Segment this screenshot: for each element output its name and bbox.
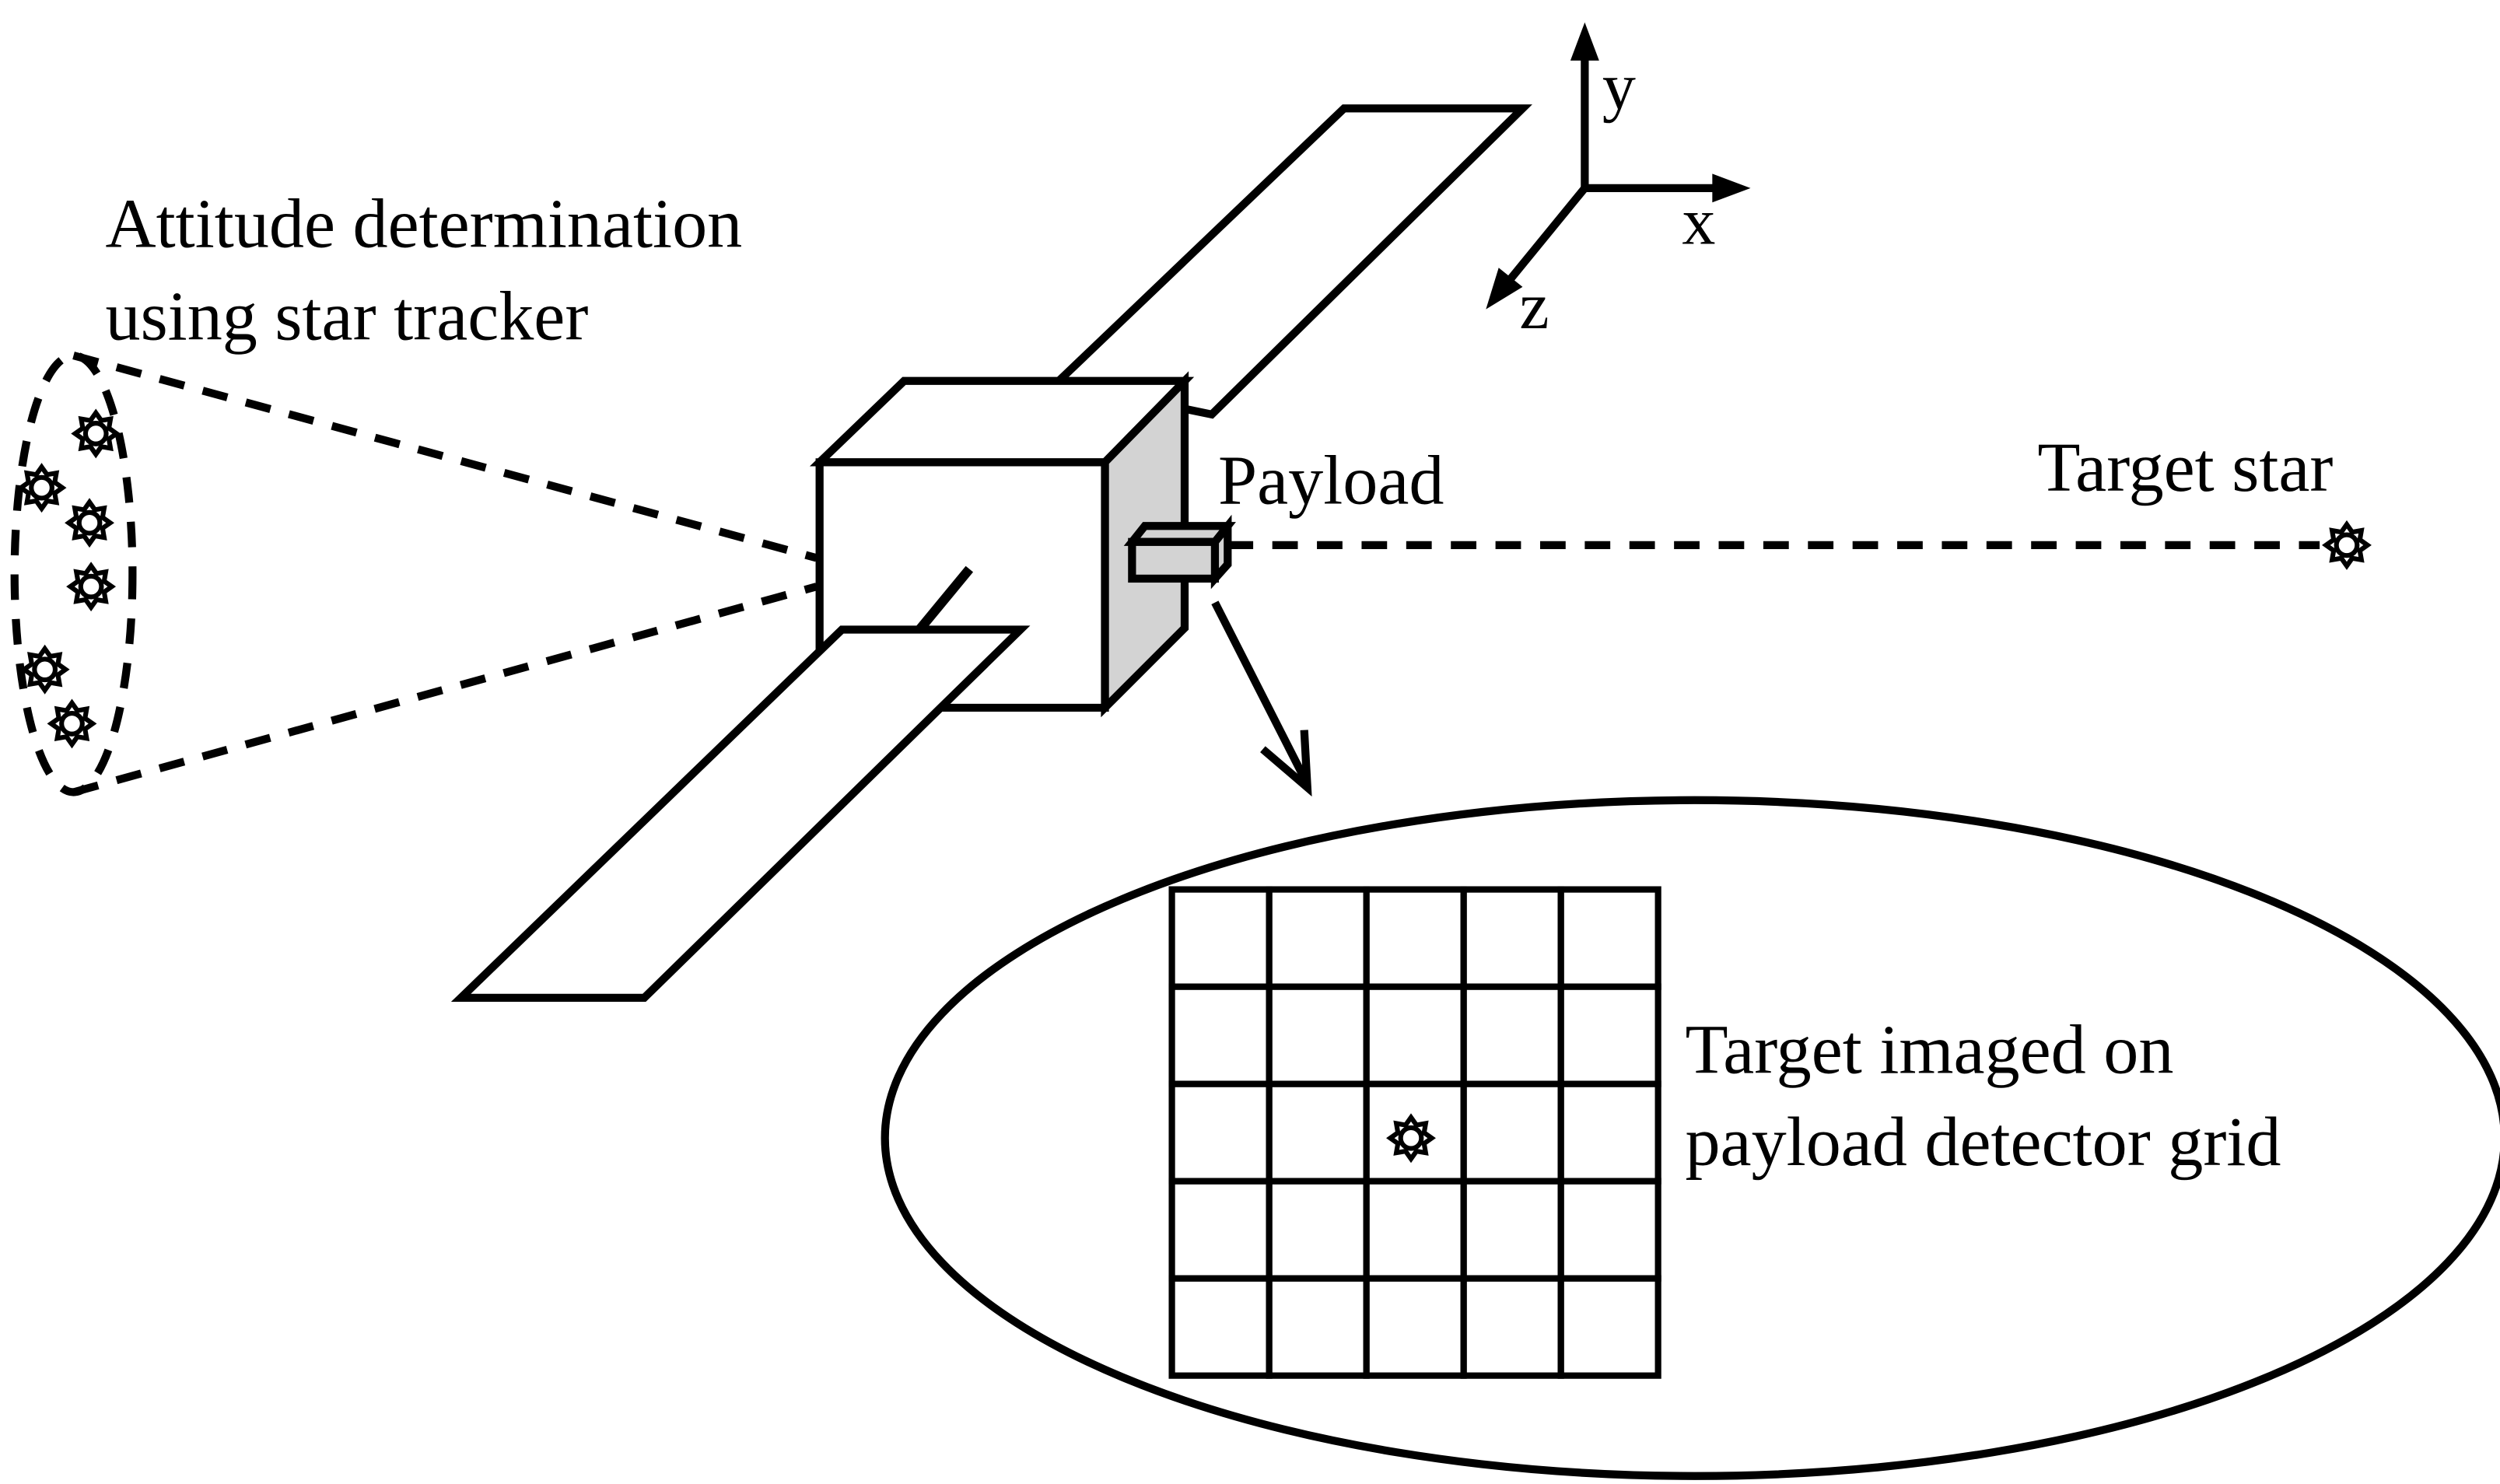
z-axis bbox=[1503, 185, 1588, 287]
coordinate-axes: y x z bbox=[1486, 22, 1751, 343]
detector-cell bbox=[1363, 1178, 1467, 1282]
z-arrowhead bbox=[1486, 268, 1523, 310]
detector-ellipse bbox=[881, 796, 2500, 1480]
detector-cell bbox=[1266, 1178, 1370, 1282]
x-axis-label: x bbox=[1682, 184, 1715, 259]
detector-view bbox=[881, 796, 2500, 1480]
x-arrowhead bbox=[1712, 173, 1751, 203]
tracker-star-icon bbox=[70, 566, 111, 607]
star-tracker-fov bbox=[10, 351, 818, 796]
detector-grid bbox=[1168, 886, 1661, 1379]
tracker-star-icon bbox=[21, 467, 62, 508]
fov-lower-line bbox=[72, 583, 818, 796]
target-star-icon bbox=[2326, 524, 2367, 565]
satellite bbox=[450, 104, 1532, 1003]
detector-arrow bbox=[1211, 600, 1312, 797]
detector-cell bbox=[1557, 1080, 1661, 1185]
upper-solar-panel bbox=[1049, 104, 1532, 419]
detector-cell bbox=[1168, 1178, 1273, 1282]
tracker-star-icon bbox=[75, 413, 117, 454]
detector-cell bbox=[1460, 886, 1564, 990]
detector-cell bbox=[1266, 886, 1370, 990]
tracker-caption-line1: Attitude determination bbox=[106, 185, 743, 263]
detector-caption-line1: Target imaged on bbox=[1685, 1010, 2173, 1088]
detector-caption-line2: payload detector grid bbox=[1685, 1103, 2281, 1181]
detector-cell bbox=[1168, 1275, 1273, 1379]
tracker-caption-line2: using star tracker bbox=[106, 278, 589, 355]
payload-label: Payload bbox=[1218, 442, 1444, 520]
detector-cell bbox=[1557, 886, 1661, 990]
detector-cell bbox=[1557, 983, 1661, 1087]
target-star-label: Target star bbox=[2037, 429, 2333, 506]
detector-cell bbox=[1460, 983, 1564, 1087]
detector-cell bbox=[1363, 983, 1467, 1087]
payload-module bbox=[1123, 514, 1236, 590]
tracker-star-icon bbox=[51, 703, 93, 744]
detector-cell bbox=[1168, 886, 1273, 990]
detector-cell bbox=[1460, 1178, 1564, 1282]
panel-boom bbox=[912, 565, 974, 636]
detector-cell bbox=[1363, 886, 1467, 990]
detector-cell bbox=[1266, 1080, 1370, 1185]
grid-star-icon bbox=[1390, 1118, 1431, 1159]
detector-cell bbox=[1168, 983, 1273, 1087]
detector-cell bbox=[1460, 1275, 1564, 1379]
tracker-star-icon bbox=[68, 502, 110, 544]
fov-upper-line bbox=[72, 352, 818, 562]
detector-cell bbox=[1460, 1080, 1564, 1185]
z-axis-label: z bbox=[1519, 268, 1549, 343]
detector-cell bbox=[1557, 1275, 1661, 1379]
y-arrowhead bbox=[1570, 22, 1599, 61]
y-axis-label: y bbox=[1602, 48, 1636, 123]
detector-cell bbox=[1168, 1080, 1273, 1185]
detector-cell bbox=[1266, 1275, 1370, 1379]
detector-cell bbox=[1363, 1275, 1467, 1379]
tracker-star-icon bbox=[24, 649, 65, 690]
lower-solar-panel bbox=[450, 625, 1031, 1003]
detector-cell bbox=[1266, 983, 1370, 1087]
detector-cell bbox=[1557, 1178, 1661, 1282]
